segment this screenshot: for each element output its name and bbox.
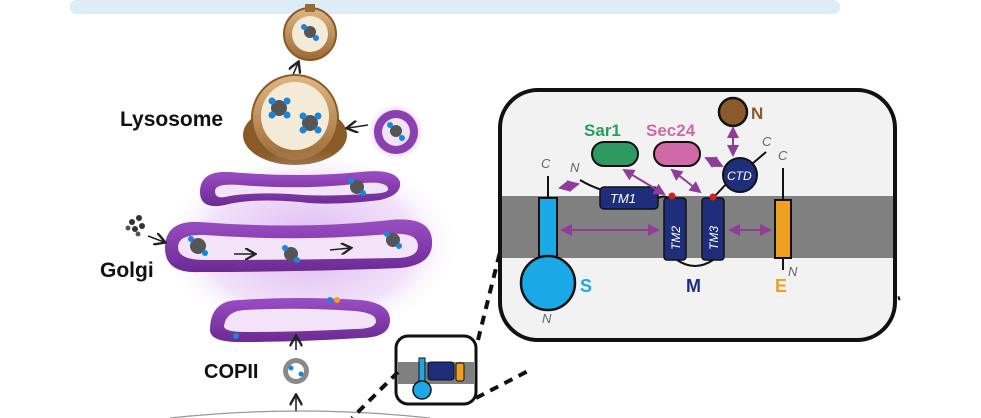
er-membrane [169, 410, 431, 418]
interaction-arrows [558, 126, 772, 236]
lysosome-label: Lysosome [120, 108, 223, 131]
arrow-to-lysosome [348, 125, 369, 128]
zoom-line-bottom [475, 368, 531, 400]
membrane-band [502, 196, 893, 258]
top-band [70, 0, 840, 14]
small-inset [394, 334, 478, 406]
cargo-cluster [125, 215, 145, 237]
e-protein [774, 168, 792, 270]
s-n-label: N [542, 311, 552, 326]
tm2-label: TM2 [669, 226, 683, 250]
lysosome-top [283, 4, 337, 61]
sec24-block [653, 141, 701, 167]
s-protein [519, 176, 577, 312]
e-label: E [775, 276, 787, 296]
lysosome-main [243, 74, 347, 165]
arrow-lyso-up [293, 63, 298, 76]
e-n-label: N [788, 264, 798, 279]
tm3-label: TM3 [707, 226, 721, 250]
golgi-cisterna-middle [165, 219, 433, 273]
golgi-vesicle [366, 102, 426, 162]
zoom-line-left [350, 370, 400, 418]
golgi-label: Golgi [100, 259, 154, 282]
s-label: S [580, 276, 592, 296]
arrow-cargo [147, 236, 164, 242]
s-c-label: C [541, 156, 551, 171]
tm1-label: TM1 [610, 191, 636, 206]
golgi-cisterna-bottom [210, 297, 390, 342]
sar1-block [591, 141, 639, 167]
m-n-label: N [570, 160, 580, 175]
sec24-label: Sec24 [646, 121, 696, 140]
ctd-c-label: C [762, 134, 772, 149]
m-protein [579, 151, 767, 267]
copii-label: COPII [204, 361, 258, 383]
m-label: M [686, 276, 701, 296]
ctd-label: CTD [727, 169, 752, 183]
n-cap [717, 96, 749, 128]
copii-vesicle [283, 358, 309, 384]
sar1-label: Sar1 [584, 121, 621, 140]
golgi-cisterna-top [200, 171, 401, 207]
n-top-label: N [751, 104, 763, 123]
e-c-label: C [778, 148, 788, 163]
